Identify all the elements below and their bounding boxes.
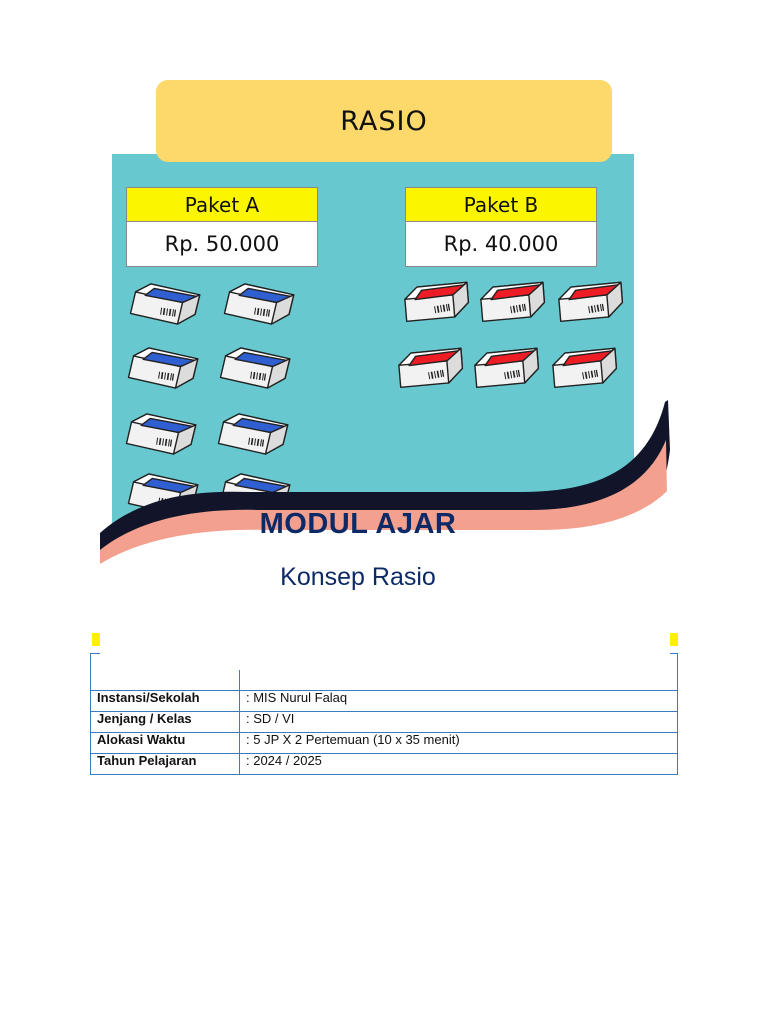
eraser-icon [129, 283, 201, 325]
module-title-block: MODUL AJAR Konsep Rasio [100, 508, 616, 592]
paket-b-label: Paket B [406, 188, 596, 222]
row-label: Instansi/Sekolah [90, 690, 240, 712]
eraser-icon [404, 281, 470, 323]
highlight-marker [92, 633, 103, 646]
eraser-icon [127, 347, 199, 389]
row-label: Alokasi Waktu [90, 732, 240, 754]
paket-a-price: Rp. 50.000 [164, 232, 280, 256]
eraser-icon [219, 347, 291, 389]
eraser-icon [125, 413, 197, 455]
eraser-icon [480, 281, 546, 323]
eraser-icon [398, 347, 464, 389]
decorative-wave [100, 400, 670, 670]
title-banner: RASIO [156, 80, 612, 162]
highlight-marker [667, 633, 678, 646]
eraser-icon [474, 347, 540, 389]
ratio-scene: Paket A Rp. 50.000 Paket B Rp. 40.000 [112, 154, 634, 584]
banner-title: RASIO [340, 105, 428, 137]
module-title: MODUL AJAR [259, 508, 457, 540]
table-row: Tahun Pelajaran : 2024 / 2025 [90, 753, 678, 775]
cover-illustration: Paket A Rp. 50.000 Paket B Rp. 40.000 RA… [100, 80, 670, 670]
module-subtitle: Konsep Rasio [280, 563, 436, 591]
paket-a-card: Paket A Rp. 50.000 [126, 187, 318, 267]
eraser-icon [552, 347, 618, 389]
paket-b-price: Rp. 40.000 [443, 232, 559, 256]
identity-table: Instansi/Sekolah : MIS Nurul Falaq Jenja… [90, 653, 678, 775]
wave-white-fill [100, 488, 670, 670]
paket-b-card: Paket B Rp. 40.000 [405, 187, 597, 267]
table-row: Jenjang / Kelas : SD / VI [90, 711, 678, 733]
paket-a-label: Paket A [127, 188, 317, 222]
row-label: Jenjang / Kelas [90, 711, 240, 733]
row-value: : 2024 / 2025 [239, 753, 678, 775]
eraser-icon [223, 283, 295, 325]
eraser-icon [558, 281, 624, 323]
table-row: Alokasi Waktu : 5 JP X 2 Pertemuan (10 x… [90, 732, 678, 754]
row-label: Tahun Pelajaran [90, 753, 240, 775]
row-value: : MIS Nurul Falaq [239, 690, 678, 712]
table-row: Instansi/Sekolah : MIS Nurul Falaq [90, 690, 678, 712]
row-value: : 5 JP X 2 Pertemuan (10 x 35 menit) [239, 732, 678, 754]
row-value: : SD / VI [239, 711, 678, 733]
eraser-icon [217, 413, 289, 455]
